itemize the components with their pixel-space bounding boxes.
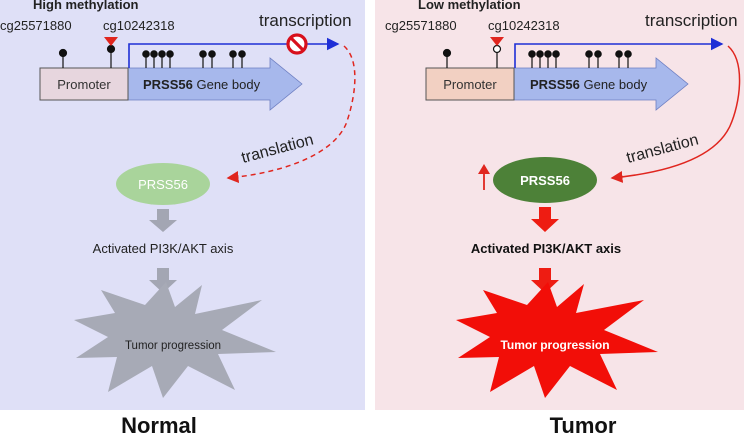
tumor-gene-name: PRSS56 xyxy=(530,77,580,92)
tumor-transcription-label: transcription xyxy=(645,11,738,30)
normal-panel-caption: Normal xyxy=(121,413,197,435)
tumor-flow-arrow-2 xyxy=(531,268,559,293)
tumor-cpg-site-1-label: cg25571880 xyxy=(385,18,457,33)
normal-tumor-progression-burst xyxy=(74,282,276,398)
tumor-promoter-label: Promoter xyxy=(443,77,497,92)
tumor-prss56-protein xyxy=(493,157,597,203)
tumor-panel: Low methylation cg25571880 cg10242318 PR… xyxy=(375,0,744,435)
normal-cpg-site-2-label: cg10242318 xyxy=(103,18,175,33)
tumor-flow-arrow-1 xyxy=(531,207,559,232)
normal-prss56-protein xyxy=(116,163,210,205)
tumor-cpg-site-2-label: cg10242318 xyxy=(488,18,560,33)
normal-methylation-label: High methylation xyxy=(33,0,139,12)
normal-panel: High methylation cg25571880 cg10242318 P… xyxy=(0,0,365,435)
normal-outcome-label: Tumor progression xyxy=(125,340,221,352)
tumor-pathway-label: Activated PI3K/AKT axis xyxy=(471,241,621,256)
tumor-gene-body-arrow xyxy=(513,57,689,111)
tumor-methylation-sites xyxy=(442,48,632,68)
tumor-outcome-label: Tumor progression xyxy=(500,338,609,352)
tumor-methylation-label: Low methylation xyxy=(418,0,521,12)
normal-translation-arrow xyxy=(226,45,356,183)
normal-cpg-site-1-label: cg25571880 xyxy=(0,18,72,33)
tumor-gene-body-suffix: Gene body xyxy=(580,77,648,92)
tumor-translation-arrow xyxy=(610,45,741,183)
normal-cpg-marker-triangle xyxy=(104,37,118,46)
tumor-cpg-marker-triangle xyxy=(490,37,504,46)
tumor-tumor-progression-burst xyxy=(456,282,658,398)
normal-gene-body-label: PRSS56 Gene body xyxy=(143,77,261,92)
normal-flow-arrow-2 xyxy=(149,268,177,293)
normal-promoter-box xyxy=(39,67,129,101)
normal-protein-label: PRSS56 xyxy=(138,177,188,192)
tumor-protein-label: PRSS56 xyxy=(520,173,570,188)
normal-flow-arrow-1 xyxy=(149,209,177,232)
normal-transcription-blocked-icon xyxy=(286,33,308,55)
normal-gene-body-suffix: Gene body xyxy=(193,77,261,92)
normal-promoter-label: Promoter xyxy=(57,77,111,92)
tumor-panel-caption: Tumor xyxy=(550,413,617,435)
normal-gene-body-arrow xyxy=(127,57,303,111)
tumor-upregulation-arrow xyxy=(478,164,490,190)
normal-transcription-label: transcription xyxy=(259,11,352,30)
normal-methylation-sites xyxy=(58,44,246,68)
tumor-promoter-box xyxy=(425,67,515,101)
normal-pathway-label: Activated PI3K/AKT axis xyxy=(93,241,234,256)
tumor-transcription-arrow xyxy=(514,37,724,68)
tumor-gene-body-label: PRSS56 Gene body xyxy=(530,77,648,92)
normal-gene-name: PRSS56 xyxy=(143,77,193,92)
normal-transcription-arrow xyxy=(128,37,340,68)
